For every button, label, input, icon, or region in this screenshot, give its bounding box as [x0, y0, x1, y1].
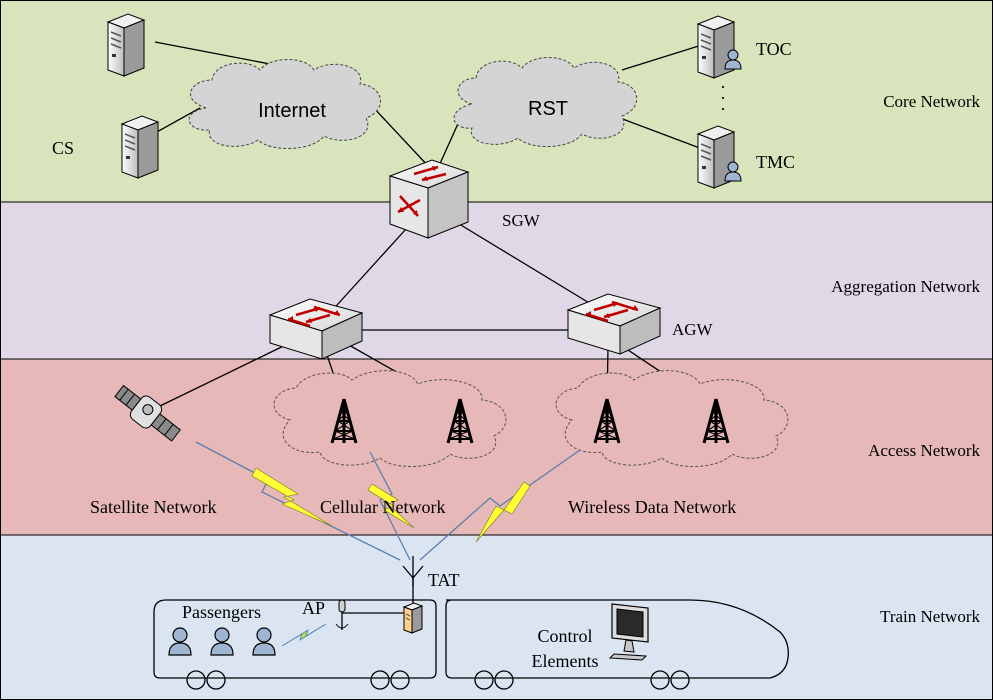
- internet-cloud: Internet: [188, 59, 381, 150]
- svg-text:RST: RST: [528, 98, 568, 120]
- train-body: [153, 599, 789, 679]
- tat-antenna-icon: [402, 556, 424, 586]
- ellipsis-dot-2: ·: [720, 88, 726, 108]
- train-network-band: [0, 535, 993, 700]
- access-network-band: [0, 359, 993, 535]
- tmc-label: TMC: [756, 152, 795, 172]
- ellipsis-dot-3: ·: [720, 99, 726, 119]
- control-elements-label-line2: Elements: [532, 651, 599, 671]
- aggregation-network-label: Aggregation Network: [831, 277, 980, 296]
- cs-server-icon: [121, 115, 159, 179]
- wireless-data-cloud: [555, 370, 789, 467]
- wireless-data-network-label: Wireless Data Network: [568, 497, 736, 517]
- ap-wireless-bolt: [281, 623, 327, 647]
- sgw-label: SGW: [502, 211, 541, 230]
- server-top-left-icon: [107, 13, 145, 77]
- cs-label: CS: [52, 138, 74, 158]
- ellipsis-dot-1: ·: [720, 77, 726, 97]
- access-network-label: Access Network: [868, 441, 980, 460]
- passengers-label: Passengers: [182, 602, 261, 622]
- tat-label: TAT: [428, 570, 460, 590]
- cellular-cloud: [273, 370, 507, 467]
- ap-antenna-icon: [335, 599, 349, 630]
- control-elements-label-line1: Control: [537, 626, 592, 646]
- sgw-switch-icon: [388, 158, 470, 240]
- ap-label: AP: [302, 598, 325, 618]
- rst-cloud: RST: [453, 57, 638, 148]
- satellite-icon: [114, 384, 181, 442]
- monitor-icon: [608, 603, 649, 661]
- tat-unit-icon: [402, 602, 424, 634]
- wireless-bolts: [251, 467, 531, 543]
- agw-label: AGW: [672, 320, 714, 339]
- toc-label: TOC: [756, 39, 792, 59]
- satellite-network-label: Satellite Network: [90, 497, 216, 517]
- core-network-label: Core Network: [883, 92, 980, 111]
- aggregation-network-band: [0, 202, 993, 359]
- cellular-network-label: Cellular Network: [320, 497, 445, 517]
- train-network-label: Train Network: [880, 607, 980, 626]
- svg-text:Internet: Internet: [258, 100, 326, 122]
